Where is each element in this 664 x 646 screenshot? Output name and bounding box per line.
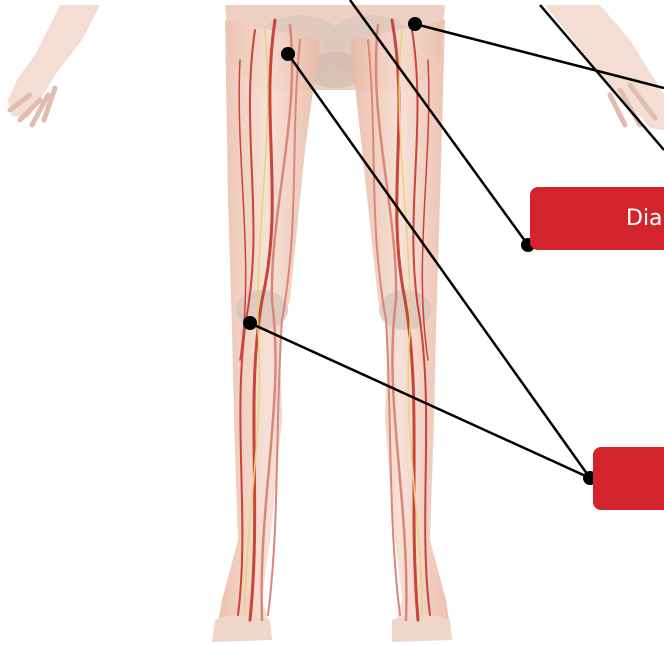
callout-label-top: Dia [530, 187, 664, 250]
right-hand [545, 5, 664, 130]
marker-dot-thigh [281, 47, 295, 61]
right-leg [350, 20, 452, 642]
left-hand [8, 5, 100, 125]
callout-label-bottom [593, 447, 664, 510]
callout-label-top-text: Dia [626, 206, 663, 231]
marker-dot-groin [408, 17, 422, 31]
marker-dot-knee [243, 316, 257, 330]
